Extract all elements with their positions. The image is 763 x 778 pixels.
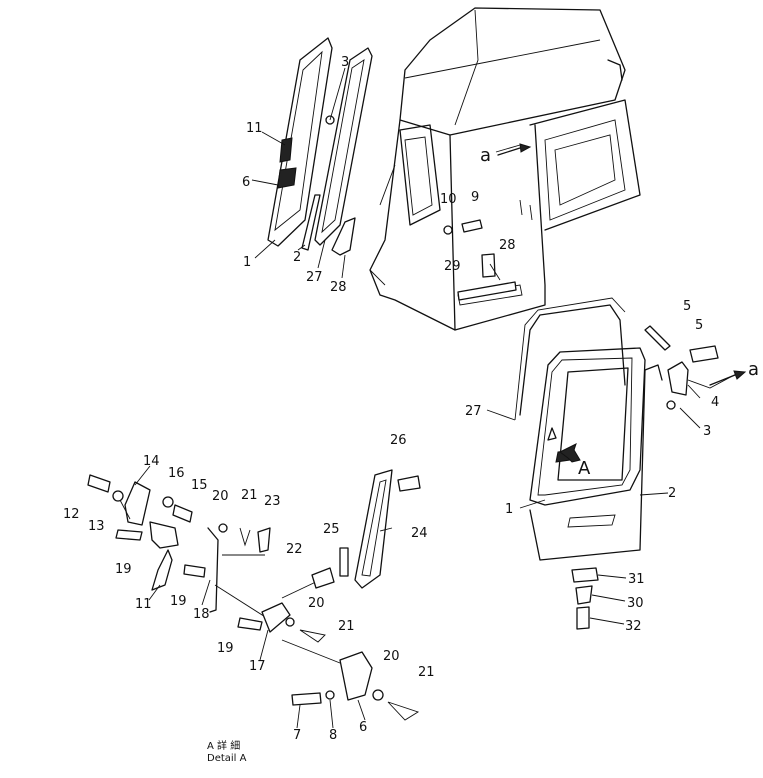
callout-11b: 11 xyxy=(135,597,152,612)
callout-28b: 28 xyxy=(499,238,516,253)
callout-4: 4 xyxy=(711,395,719,410)
callout-26: 26 xyxy=(390,433,407,448)
door-assembly xyxy=(514,297,741,630)
callout-14: 14 xyxy=(143,454,160,469)
callout-12: 12 xyxy=(63,507,80,522)
callout-20c: 20 xyxy=(383,649,400,664)
callout-21b: 21 xyxy=(338,619,355,634)
callout-24: 24 xyxy=(411,526,428,541)
view-mark-a-upper: a xyxy=(480,145,491,166)
callout-7: 7 xyxy=(293,728,301,743)
callout-10: 10 xyxy=(440,192,457,207)
callout-5: 5 xyxy=(683,299,691,314)
callout-27b: 27 xyxy=(465,404,482,419)
callout-17: 17 xyxy=(249,659,266,674)
detail-caption-jp: A 詳 細 xyxy=(207,739,240,752)
detail-caption-en: Detail A xyxy=(207,753,247,764)
callout-28: 28 xyxy=(330,280,347,295)
callout-13: 13 xyxy=(88,519,105,534)
callout-15: 15 xyxy=(191,478,208,493)
callout-29: 29 xyxy=(444,259,461,274)
detail-a-arrow xyxy=(559,443,581,463)
cab-body xyxy=(369,7,641,331)
callout-27: 27 xyxy=(306,270,323,285)
callout-2b: 2 xyxy=(668,486,676,501)
callout-6: 6 xyxy=(242,175,250,190)
callout-21c: 21 xyxy=(418,665,435,680)
callout-8: 8 xyxy=(329,728,337,743)
callout-3b: 3 xyxy=(703,424,711,439)
detail-caption: A 詳 細 Detail A xyxy=(207,739,247,764)
callout-23: 23 xyxy=(264,494,281,509)
detail-a-parts xyxy=(87,469,421,721)
callout-20b: 20 xyxy=(308,596,325,611)
callout-3: 3 xyxy=(341,55,349,70)
callout-19: 19 xyxy=(115,562,132,577)
callout-2: 2 xyxy=(293,250,301,265)
callout-19b: 19 xyxy=(170,594,187,609)
view-arrows xyxy=(497,143,747,463)
callout-16: 16 xyxy=(168,466,185,481)
callout-11: 11 xyxy=(246,121,263,136)
callout-20: 20 xyxy=(212,489,229,504)
callout-22: 22 xyxy=(286,542,303,557)
view-mark-a-right: a xyxy=(748,359,759,380)
callout-1b: 1 xyxy=(505,502,513,517)
callout-30: 30 xyxy=(627,596,644,611)
callout-25: 25 xyxy=(323,522,340,537)
door-exploded-upper xyxy=(267,37,373,256)
cab-hardware xyxy=(443,219,517,301)
callout-21: 21 xyxy=(241,488,258,503)
callout-9: 9 xyxy=(471,190,479,205)
callout-5b: 5 xyxy=(695,318,703,333)
callout-19c: 19 xyxy=(217,641,234,656)
callout-18: 18 xyxy=(193,607,210,622)
callout-31: 31 xyxy=(628,572,645,587)
view-mark-A: A xyxy=(578,458,591,479)
leader-lines xyxy=(119,67,701,729)
callout-6b: 6 xyxy=(359,720,367,735)
callout-32: 32 xyxy=(625,619,642,634)
callout-1: 1 xyxy=(243,255,251,270)
callout-labels: 11 6 1 2 3 27 28 a 10 9 29 28 5 5 a 4 3 … xyxy=(63,55,759,743)
